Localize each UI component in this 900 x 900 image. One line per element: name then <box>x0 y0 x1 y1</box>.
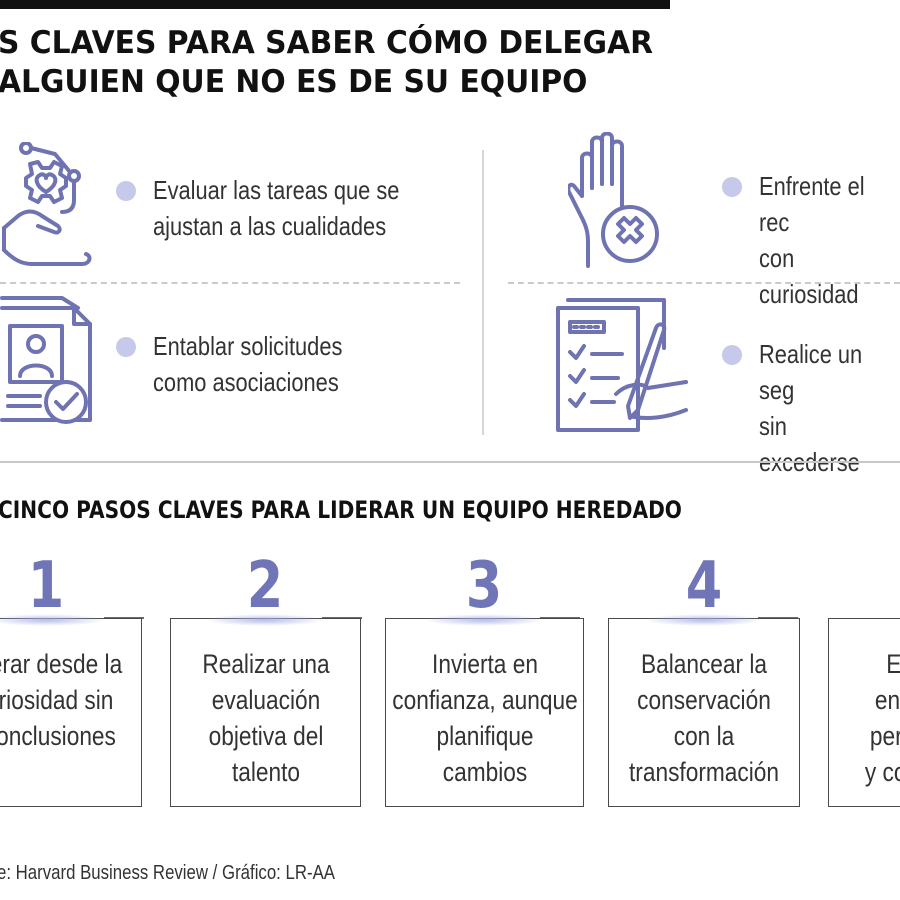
step-text-1: erar desde la riosidad sin onclusiones <box>0 649 123 751</box>
step-text-2: Realizar una evaluación objetiva del tal… <box>202 649 330 787</box>
top-bar <box>0 0 670 9</box>
step-box-3 <box>385 618 584 807</box>
vertical-divider <box>482 150 484 435</box>
step-text-5: Eq entr pers y cor <box>864 649 900 787</box>
bullet-dot <box>722 177 742 197</box>
steps-section-title: CINCO PASOS CLAVES PARA LIDERAR UN EQUIP… <box>0 496 682 524</box>
step-box-5 <box>828 618 900 807</box>
step-number-3: 3 <box>465 549 503 623</box>
number-glow <box>644 614 764 626</box>
section-divider <box>0 461 900 463</box>
profile-document-check-icon <box>0 296 96 428</box>
number-glow <box>0 614 106 626</box>
step-text-3: Invierta en confianza, aunque planifique… <box>392 649 578 787</box>
step-number-1: 1 <box>27 549 65 623</box>
source-credit: e: Harvard Business Review / Gráfico: LR… <box>0 862 335 884</box>
page-title: S CLAVES PARA SABER CÓMO DELEGAR ALGUIEN… <box>0 24 670 102</box>
number-glow <box>424 614 544 626</box>
key-item-curiosity: Enfrente el rec con curiosidad <box>722 168 900 312</box>
key-text: Realice un seg sin excederse <box>759 339 863 477</box>
number-glow <box>205 614 325 626</box>
title-line-1: S CLAVES PARA SABER CÓMO DELEGAR <box>0 25 654 61</box>
key-item-evaluate-tasks: Evaluar las tareas que se ajustan a las … <box>116 172 446 244</box>
key-item-follow-up: Realice un seg sin excederse <box>722 336 900 480</box>
step-text-4: Balancear la conservación con la transfo… <box>628 649 779 787</box>
key-text: Entablar solicitudes como asociaciones <box>153 331 343 397</box>
key-text: Evaluar las tareas que se ajustan a las … <box>153 175 400 241</box>
step-number-4: 4 <box>685 549 723 623</box>
key-item-partnership-requests: Entablar solicitudes como asociaciones <box>116 328 378 400</box>
bullet-dot <box>116 337 136 357</box>
step-box-2 <box>170 618 361 807</box>
bullet-dot <box>722 345 742 365</box>
checklist-pen-hand-icon <box>556 298 692 434</box>
gear-heart-hand-icon <box>0 142 94 272</box>
bullet-dot <box>116 181 136 201</box>
dashed-divider-left <box>0 282 460 284</box>
step-box-1 <box>0 618 142 807</box>
title-line-2: ALGUIEN QUE NO ES DE SU EQUIPO <box>0 64 588 100</box>
step-number-2: 2 <box>246 549 284 623</box>
step-box-4 <box>608 618 800 807</box>
dashed-divider-right <box>508 282 900 284</box>
key-text: Enfrente el rec con curiosidad <box>759 171 865 309</box>
raised-hand-x-icon <box>568 132 664 270</box>
